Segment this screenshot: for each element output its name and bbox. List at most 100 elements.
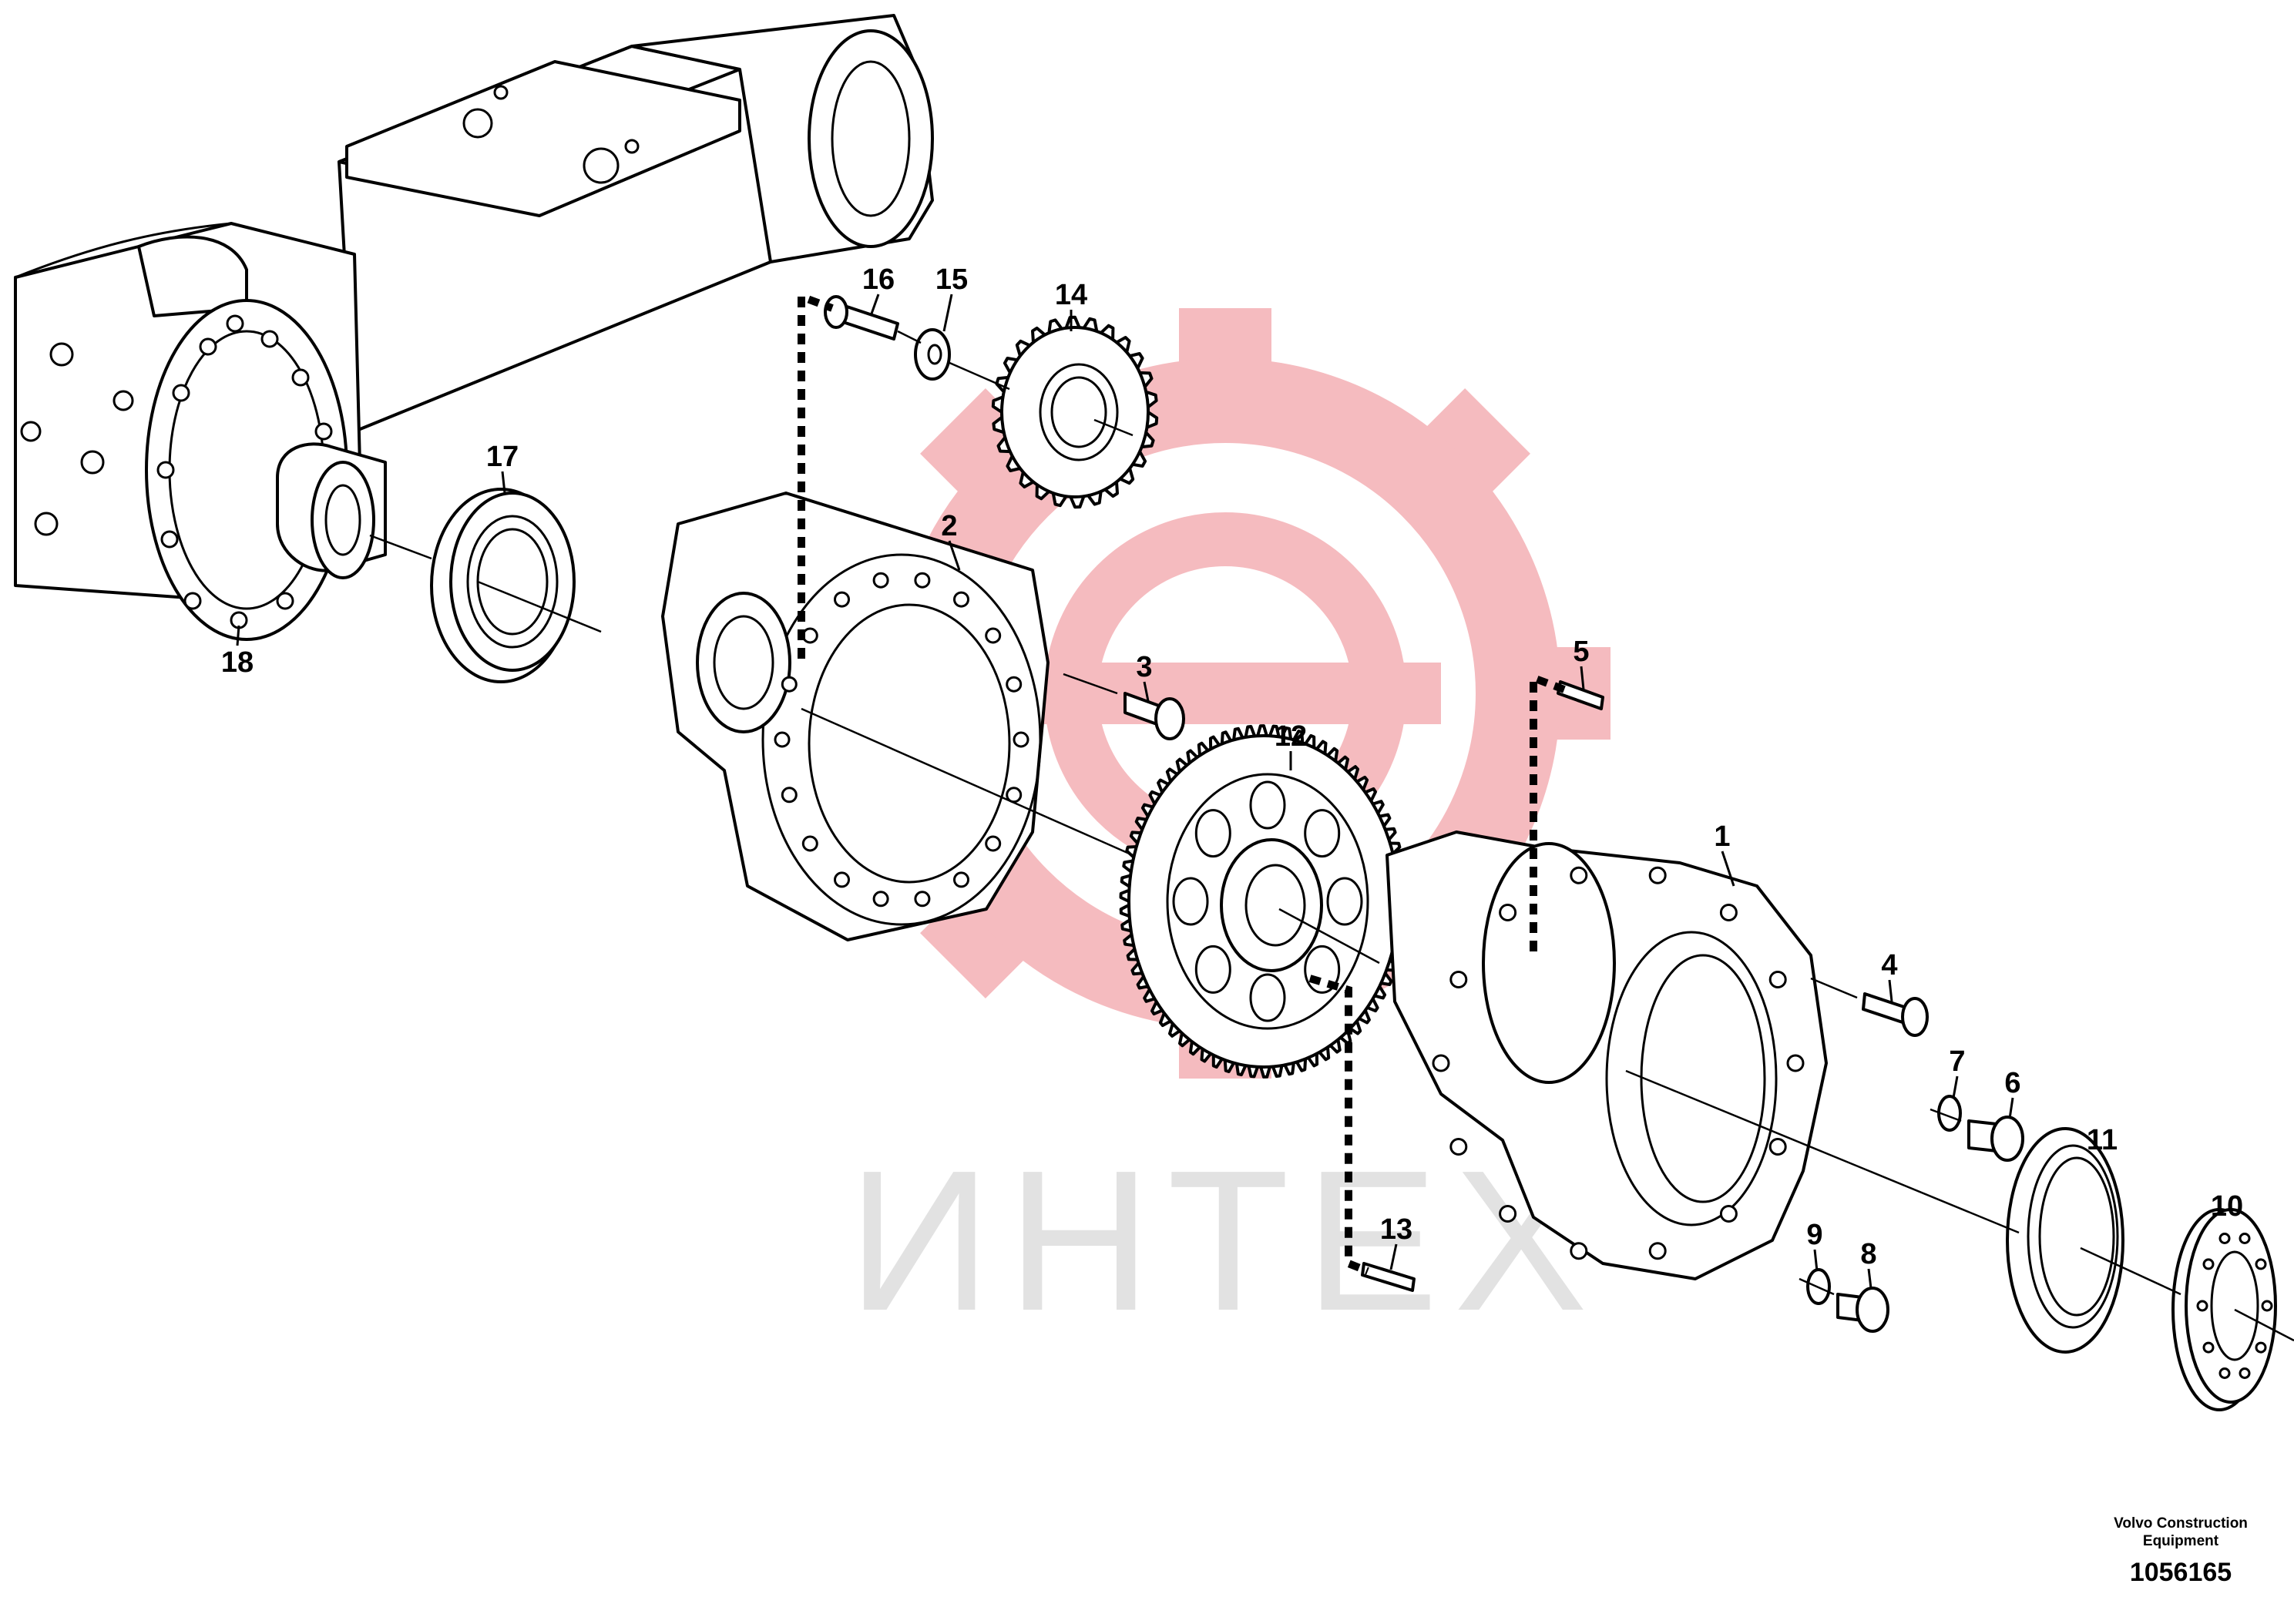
housing-2-bolt-hole <box>985 627 1002 644</box>
disc-10-hole <box>2255 1258 2267 1270</box>
svg-text:5: 5 <box>1573 636 1589 668</box>
callout-3: 3 <box>1136 651 1153 702</box>
disc-10-hole <box>2218 1367 2231 1379</box>
gear-12-window <box>1194 945 1231 994</box>
svg-text:14: 14 <box>1055 279 1087 311</box>
callout-2: 2 <box>941 510 961 571</box>
callout-6: 6 <box>2004 1067 2021 1119</box>
gear-12-window <box>1249 780 1286 830</box>
housing-2-bolt-hole <box>834 871 850 888</box>
svg-text:18: 18 <box>221 646 254 679</box>
part-6-plug <box>1967 1116 2024 1162</box>
part-12-large-gear <box>1119 724 1409 1079</box>
housing-2-bolt-hole <box>914 572 931 589</box>
part-1-outer-housing <box>1385 830 1828 1280</box>
disc-10-hole <box>2239 1233 2251 1244</box>
callout-9: 9 <box>1806 1219 1823 1272</box>
part-3-bolt <box>1123 692 1185 740</box>
housing-1-bolt-hole <box>1570 1242 1588 1260</box>
disc-10-hole <box>2239 1367 2251 1379</box>
housing-2-bolt-hole <box>781 676 798 693</box>
housing-1-bolt-hole <box>1768 971 1787 988</box>
housing-2-bolt-hole <box>781 787 798 804</box>
svg-text:10: 10 <box>2211 1190 2243 1223</box>
housing-2-bolt-holes <box>774 572 1029 908</box>
svg-text:11: 11 <box>2087 1124 2118 1156</box>
gear-12-window <box>1172 877 1209 926</box>
housing-1-bolt-hole <box>1449 1138 1468 1156</box>
callout-1: 1 <box>1714 820 1735 887</box>
disc-10-hole <box>2261 1300 2273 1312</box>
callout-12: 12 <box>1275 720 1307 770</box>
credit-company: Volvo Construction <box>2114 1515 2248 1532</box>
gear-12-window <box>1249 973 1286 1022</box>
housing-1-bolt-holes <box>1432 866 1805 1260</box>
housing-1-bolt-hole <box>1719 904 1738 921</box>
housing-1-bolt-hole <box>1499 904 1517 921</box>
svg-text:9: 9 <box>1806 1219 1822 1251</box>
disc-10-hole <box>2218 1233 2231 1244</box>
callout-10: 10 <box>2211 1190 2243 1223</box>
gear-12-window <box>1326 877 1363 926</box>
housing-1-bolt-hole <box>1719 1205 1738 1223</box>
svg-text:6: 6 <box>2004 1067 2020 1099</box>
svg-text:2: 2 <box>941 510 957 542</box>
part-8-plug <box>1836 1287 1889 1333</box>
callout-16: 16 <box>862 263 895 317</box>
housing-1-bolt-hole <box>1449 971 1468 988</box>
housing-2-bolt-hole <box>872 891 889 908</box>
svg-text:13: 13 <box>1380 1213 1412 1246</box>
part-11-seal <box>2006 1127 2124 1354</box>
disc-10-hole <box>2196 1300 2208 1312</box>
housing-2-bolt-hole <box>953 871 969 888</box>
callout-11: 11 <box>2087 1124 2118 1156</box>
assembly-axis-lines <box>369 330 2294 1342</box>
credit-company-line2: Equipment <box>2143 1533 2219 1549</box>
svg-text:16: 16 <box>862 263 895 296</box>
housing-2-bolt-hole <box>1006 676 1023 693</box>
housing-1-bolt-hole <box>1499 1205 1517 1223</box>
housing-2-bolt-hole <box>1013 731 1029 748</box>
watermark-text: ИНТЕХ <box>848 1129 1603 1353</box>
housing-1-bolt-hole <box>1648 1242 1667 1260</box>
credit-block: Volvo Construction Equipment 1056165 <box>2114 1515 2248 1587</box>
part-17-seal-ring <box>430 488 576 683</box>
svg-text:8: 8 <box>1860 1238 1876 1270</box>
housing-1-bolt-hole <box>1432 1054 1450 1072</box>
housing-2-bolt-hole <box>953 591 969 608</box>
gear-12-window <box>1194 809 1231 858</box>
disc-10-holes <box>2196 1233 2273 1379</box>
housing-2-bolt-hole <box>872 572 889 589</box>
callout-14: 14 <box>1055 279 1087 331</box>
svg-text:4: 4 <box>1881 949 1897 981</box>
dashed-assembly-paths <box>798 290 1566 1275</box>
svg-text:7: 7 <box>1949 1045 1965 1078</box>
svg-text:17: 17 <box>486 441 519 473</box>
callout-5: 5 <box>1573 636 1590 690</box>
callout-18: 18 <box>221 625 254 679</box>
housing-2-bolt-hole <box>774 731 791 748</box>
disc-10-hole <box>2202 1258 2215 1270</box>
disc-10-hole <box>2255 1341 2267 1354</box>
part-13-stud <box>1361 1262 1416 1292</box>
document-number: 1056165 <box>2130 1558 2232 1587</box>
part-4-bolt <box>1862 992 1929 1037</box>
callout-13: 13 <box>1380 1213 1412 1270</box>
part-10-cover-disc <box>2171 1208 2277 1411</box>
callout-17: 17 <box>486 441 519 494</box>
housing-1-bolt-hole <box>1570 866 1588 884</box>
housing-2-bolt-hole <box>834 591 850 608</box>
svg-text:3: 3 <box>1136 651 1152 683</box>
housing-2-bolt-hole <box>801 835 818 852</box>
svg-text:1: 1 <box>1714 820 1730 853</box>
svg-text:15: 15 <box>935 263 968 296</box>
part-16-bolt <box>824 295 899 341</box>
svg-text:12: 12 <box>1275 720 1307 753</box>
part-2-inner-housing <box>661 492 1050 941</box>
part-18-axle-housing <box>14 14 934 641</box>
gear-12-window <box>1304 809 1341 858</box>
housing-2-bolt-hole <box>914 891 931 908</box>
watermark-gear-bar <box>1009 663 1441 724</box>
